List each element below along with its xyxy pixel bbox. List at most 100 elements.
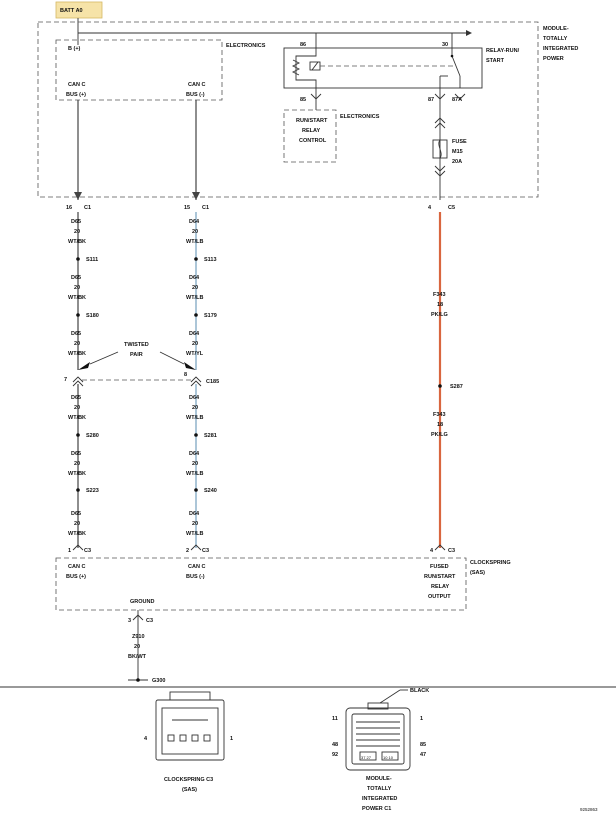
c185-col1-pin: 7	[64, 377, 67, 383]
cs-canc-left: CAN C	[68, 564, 85, 570]
col3-seg2-color: PK/LG	[431, 432, 448, 438]
col1-seg3-color: WT/BK	[68, 351, 86, 357]
fuse-label-2: M15	[452, 149, 463, 155]
tipm-inner-2: 10 10	[383, 755, 394, 760]
col1-seg3-gauge: 20	[74, 341, 80, 347]
batt-box	[55, 1, 103, 19]
tipm-pin-11: 11	[332, 716, 338, 722]
col2-seg6-gauge: 20	[192, 521, 198, 527]
electronics-label-1: ELECTRONICS	[226, 43, 266, 49]
ground-label: GROUND	[130, 599, 154, 605]
pin30-label: 30	[442, 42, 448, 48]
col1-seg3-code: D65	[71, 331, 81, 337]
module-header-1: MODULE-	[543, 26, 569, 32]
cs-canc-right: CAN C	[188, 564, 205, 570]
twisted-arrow-right	[184, 362, 196, 370]
c5-col3-conn: C5	[448, 205, 455, 211]
runstart-ctrl-3: CONTROL	[299, 138, 327, 144]
col2-seg1-color: WT/LB	[186, 239, 203, 245]
splice-s287-dot	[438, 384, 442, 388]
tipm-black-label: BLACK	[410, 688, 429, 694]
runstart-ctrl-2: RELAY	[302, 128, 320, 134]
col2-seg5-gauge: 20	[192, 461, 198, 467]
col1-seg6-color: WT/BK	[68, 531, 86, 537]
splice-s287: S287	[450, 384, 463, 390]
tipm-pin-85: 85	[420, 742, 426, 748]
cs-conn-pin-left: 4	[144, 736, 148, 742]
canc-right-label: CAN C	[188, 82, 205, 88]
c3-col3-conn: C3	[448, 548, 455, 554]
col3-seg1-color: PK/LG	[431, 312, 448, 318]
col2-seg5-code: D64	[189, 451, 200, 457]
tipm-pin-48: 48	[332, 742, 338, 748]
cs-busminus: BUS (-)	[186, 574, 205, 580]
c5-col3-pin: 4	[428, 205, 432, 211]
c185-col2-pin: 8	[184, 372, 187, 378]
c1-col2-conn: C1	[202, 205, 209, 211]
splice-s179: S179	[204, 313, 217, 319]
col1-seg1-gauge: 20	[74, 229, 80, 235]
col2-seg1-code: D64	[189, 219, 200, 225]
tipm-pin-1: 1	[420, 716, 423, 722]
electronics-label-2: ELECTRONICS	[340, 114, 380, 120]
busplus-left-label: BUS (+)	[66, 92, 86, 98]
col1-seg2-color: WT/BK	[68, 295, 86, 301]
clockspring-label-2: (SAS)	[470, 570, 485, 576]
gnd-pin: 3	[128, 618, 131, 624]
c3-col1-conn: C3	[84, 548, 91, 554]
relay-box	[283, 47, 483, 89]
splice-s113: S113	[204, 257, 217, 263]
col2-seg1-gauge: 20	[192, 229, 198, 235]
col1-seg5-code: D65	[71, 451, 81, 457]
figure-id: 9252863	[580, 807, 598, 812]
cs-fused-2: RUN/START	[424, 574, 456, 580]
pin86-label: 86	[300, 42, 306, 48]
runstart-ctrl-box	[283, 109, 337, 163]
tipm-caption-4: POWER C1	[362, 806, 391, 812]
tipm-module-box	[37, 21, 539, 198]
cs-fused-3: RELAY	[431, 584, 449, 590]
c1-col1-conn: C1	[84, 205, 91, 211]
relay-label-2: START	[486, 58, 505, 64]
batt-label: BATT A0	[60, 8, 83, 14]
electronics-box-1	[55, 39, 223, 101]
cs-conn-pin-right: 1	[230, 736, 233, 742]
splice-s223: S223	[86, 488, 99, 494]
col1-seg1-code: D65	[71, 219, 81, 225]
col1-seg6-gauge: 20	[74, 521, 80, 527]
clockspring-box	[55, 557, 467, 611]
col2-segments: D64 20 WT/LB D64 20 WT/LB D64 20 WT/YL D…	[186, 219, 204, 537]
splice-s240: S240	[204, 488, 217, 494]
fuse-label-3: 20A	[452, 159, 462, 165]
col2-seg2-code: D64	[189, 275, 200, 281]
col1-seg6-code: D65	[71, 511, 81, 517]
g300-label: G300	[152, 678, 165, 684]
col1-seg5-gauge: 20	[74, 461, 80, 467]
twisted-arrow-left	[78, 362, 90, 370]
col2-seg2-gauge: 20	[192, 285, 198, 291]
module-header-2: TOTALLY	[543, 36, 568, 42]
pin87a-label: 87A	[452, 97, 462, 103]
splice-s280: S280	[86, 433, 99, 439]
gnd-conn: C3	[146, 618, 153, 624]
module-header-3: INTEGRATED	[543, 46, 578, 52]
col1-seg4-color: WT/BK	[68, 415, 86, 421]
tipm-caption-3: INTEGRATED	[362, 796, 397, 802]
tipm-caption-1: MODULE-	[366, 776, 392, 782]
c3-col1-pin: 1	[68, 548, 71, 554]
relay-label-1: RELAY-RUN/	[486, 48, 520, 54]
col1-segments: D65 20 WT/BK D65 20 WT/BK D65 20 WT/BK D…	[68, 219, 86, 537]
tipm-c1-connector	[345, 702, 411, 771]
col2-seg5-color: WT/LB	[186, 471, 203, 477]
col2-seg4-code: D64	[189, 395, 200, 401]
fuse-label-1: FUSE	[452, 139, 467, 145]
cs-conn-caption-1: CLOCKSPRING C3	[164, 777, 213, 783]
gnd-wire-code: Z910	[132, 634, 145, 640]
col1-seg4-code: D65	[71, 395, 81, 401]
c3-col2-conn: C3	[202, 548, 209, 554]
col1-seg2-gauge: 20	[74, 285, 80, 291]
tipm-inner-1: 37 27	[361, 755, 372, 760]
gnd-wire-color: BK/WT	[128, 654, 147, 660]
c3-col3-pin: 4	[430, 548, 434, 554]
